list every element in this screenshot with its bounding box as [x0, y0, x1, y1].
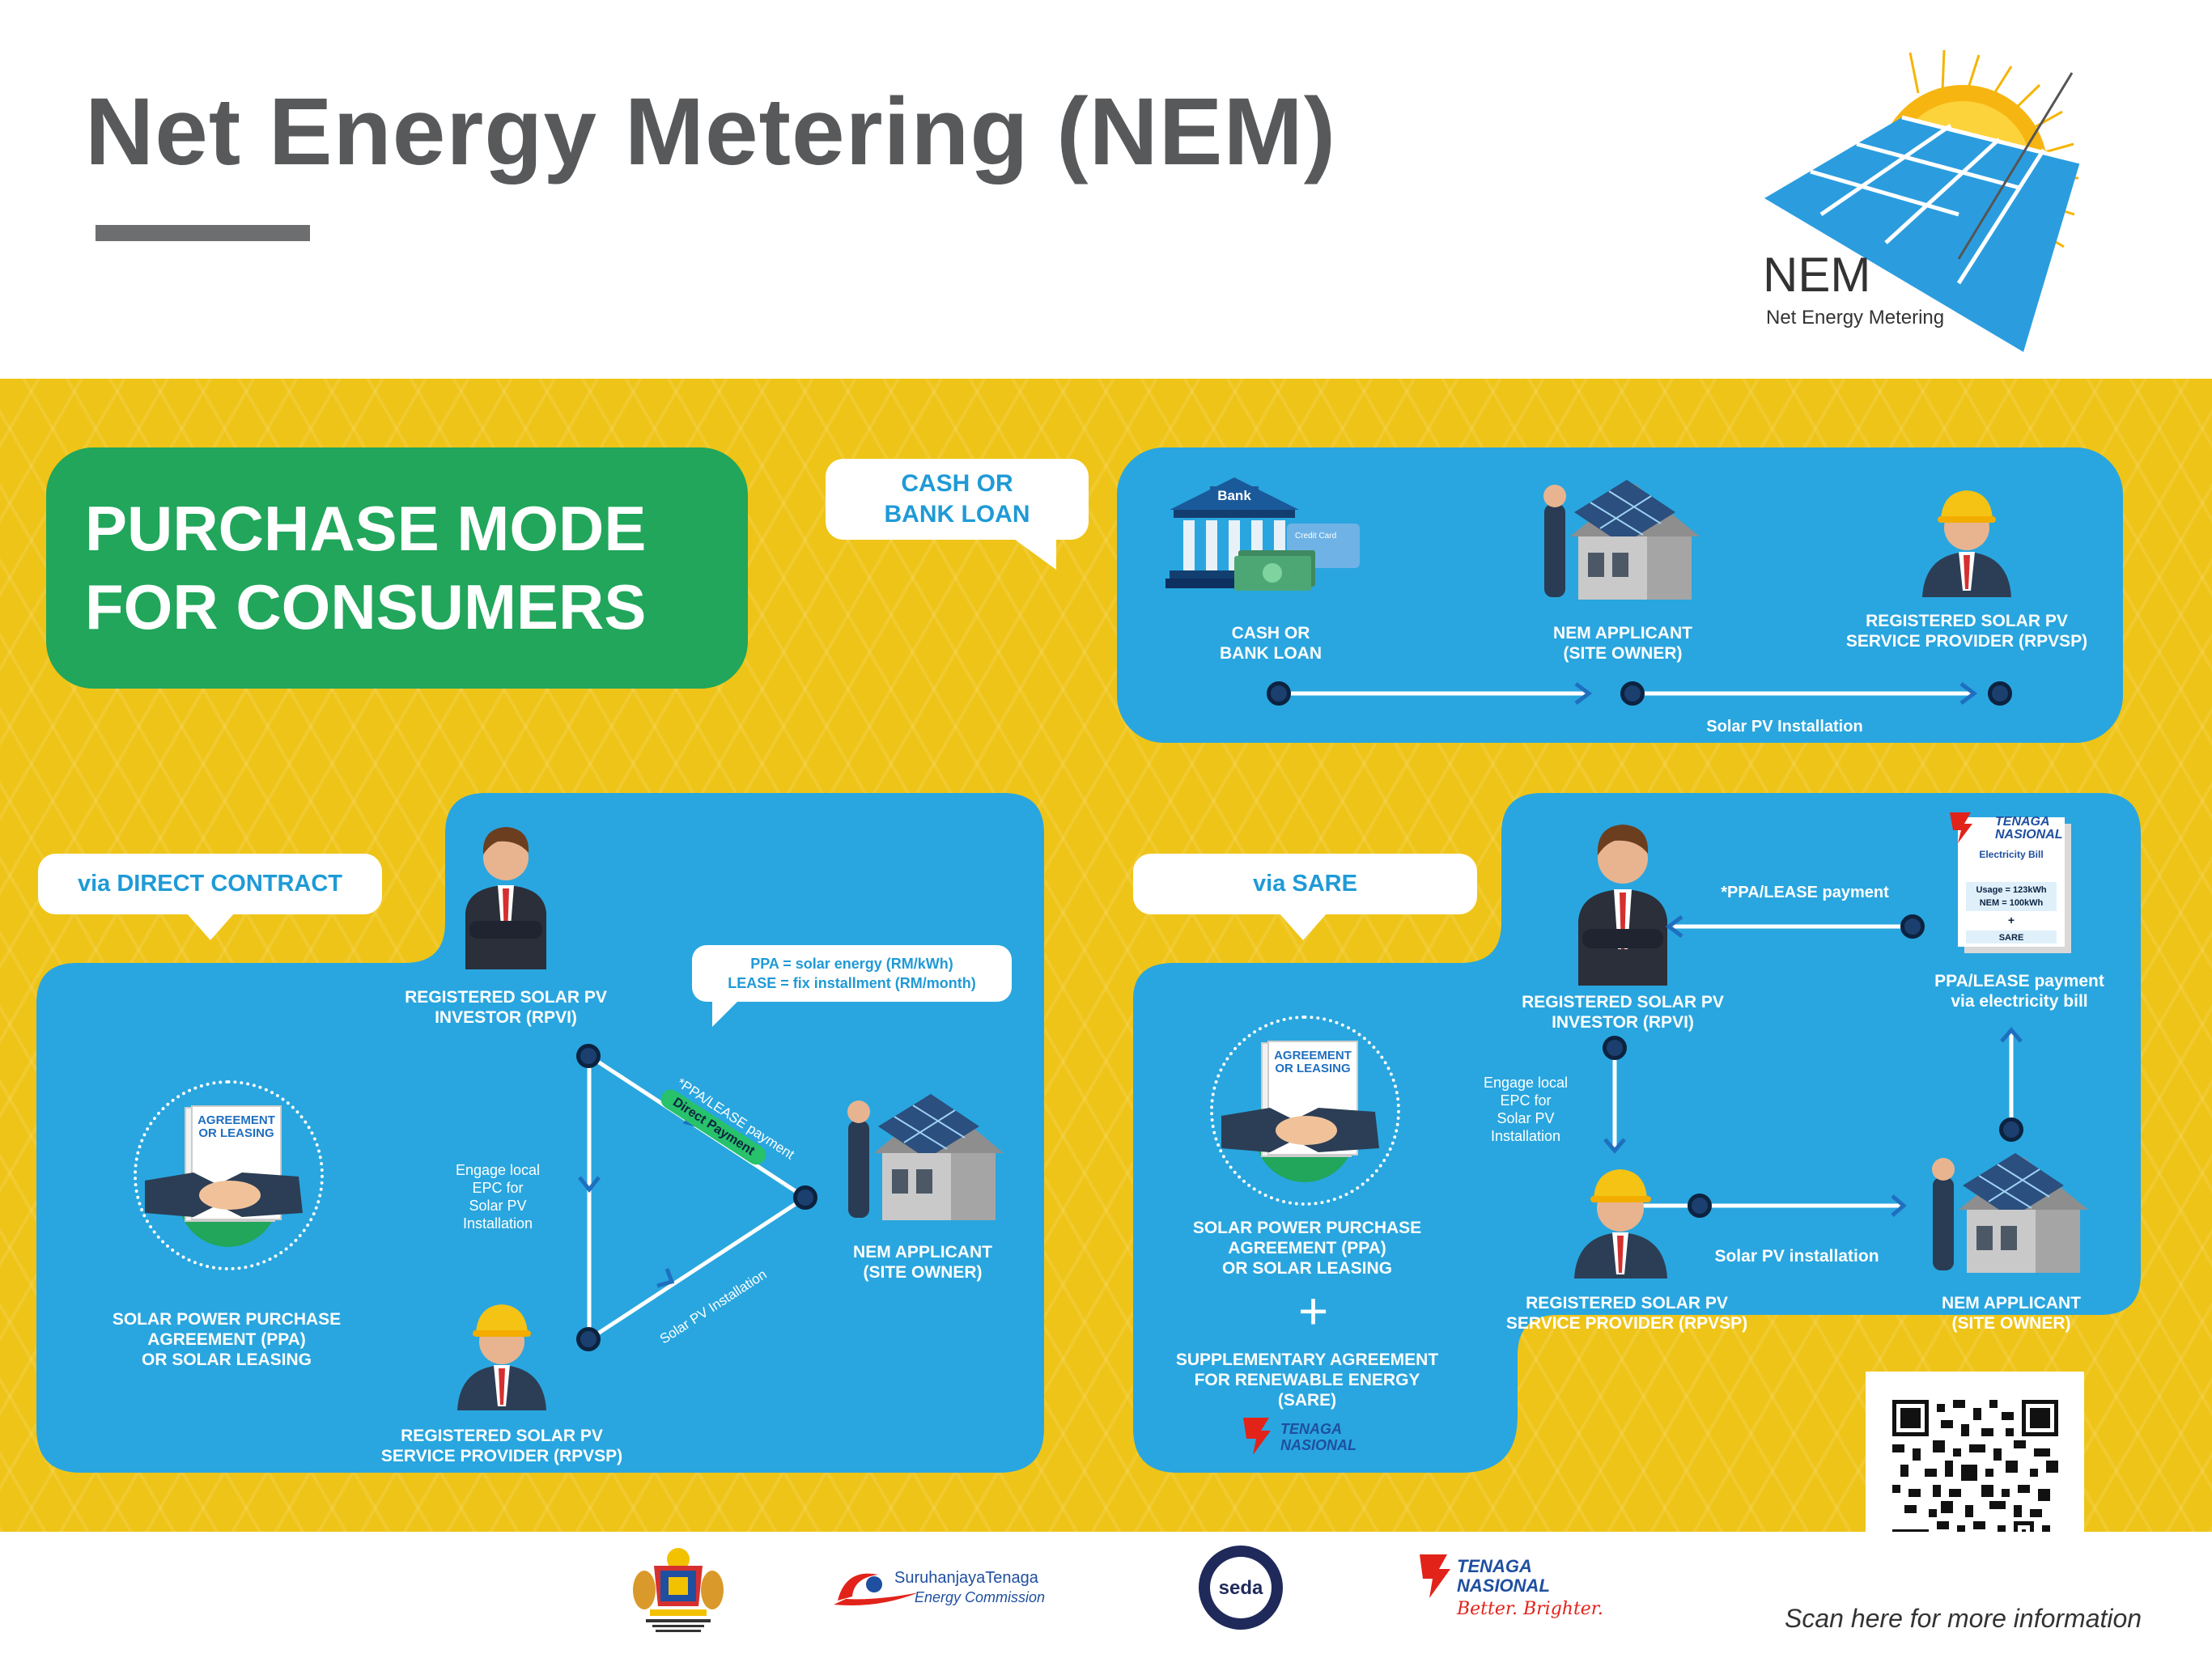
cash-node-3 — [1988, 681, 2012, 706]
cash-install-label: Solar PV Installation — [1706, 718, 1863, 736]
svg-text:Net Energy Metering: Net Energy Metering — [1766, 307, 1944, 329]
svg-text:+: + — [2008, 914, 2015, 927]
cash-node-1 — [1267, 681, 1291, 706]
svg-text:Usage = 123kWh: Usage = 123kWh — [1976, 885, 2046, 895]
svg-text:Better. Brighter.: Better. Brighter. — [1456, 1599, 1603, 1619]
svg-text:NASIONAL: NASIONAL — [1457, 1575, 1550, 1596]
direct-contract-bubble: via DIRECT CONTRACT — [38, 854, 382, 914]
direct-node-investor — [576, 1044, 601, 1068]
purchase-mode-box — [46, 447, 748, 689]
svg-text:SuruhanjayaTenaga: SuruhanjayaTenaga — [894, 1569, 1039, 1587]
scan-caption: Scan here for more information — [1785, 1604, 2142, 1633]
bank-icon: Bank Credit Card — [1165, 473, 1368, 591]
sare-bubble-tail — [1279, 913, 1327, 940]
direct-node-applicant — [793, 1185, 817, 1210]
title-underline — [96, 225, 310, 241]
svg-text:TENAGA: TENAGA — [1280, 1421, 1342, 1437]
svg-text:NEM = 100kWh: NEM = 100kWh — [1980, 898, 2044, 908]
electricity-bill-icon: TENAGA NASIONAL Electricity Bill Usage =… — [1947, 809, 2076, 955]
footer — [0, 1532, 2212, 1658]
house-icon — [1926, 1153, 2088, 1274]
agreement-icon: AGREEMENT OR LEASING — [1210, 1016, 1400, 1206]
direct-node-provider — [576, 1327, 601, 1351]
svg-text:seda: seda — [1219, 1577, 1263, 1599]
svg-text:OR LEASING: OR LEASING — [198, 1126, 274, 1140]
investor-icon — [461, 816, 550, 969]
sare-install-label: Solar PV installation — [1714, 1247, 1879, 1266]
agreement-icon: AGREEMENT OR LEASING — [134, 1080, 324, 1270]
worker-icon — [1918, 477, 2015, 597]
cash-bubble: CASH OR BANK LOAN — [826, 459, 1089, 540]
sare-node-provider — [1688, 1194, 1712, 1218]
sare-node-applicant — [1999, 1117, 2023, 1142]
ppa-bubble-tail — [712, 999, 740, 1027]
sare-node-investor — [1603, 1036, 1627, 1060]
ppa-definition-bubble: PPA = solar energy (RM/kWh)LEASE = fix i… — [692, 945, 1012, 1002]
worker-icon — [453, 1293, 550, 1410]
tnb-footer-logo: TENAGA NASIONAL Better. Brighter. — [1416, 1550, 1603, 1630]
cash-flow-arrows — [1275, 682, 1978, 705]
svg-text:NASIONAL: NASIONAL — [1995, 828, 2063, 842]
svg-text:Energy Commission: Energy Commission — [915, 1589, 1045, 1605]
cash-step-2-label: NEM APPLICANT(SITE OWNER) — [1553, 624, 1692, 663]
sare-applicant-label: NEM APPLICANT(SITE OWNER) — [1942, 1294, 2081, 1333]
sare-payment-label: *PPA/LEASE payment — [1721, 884, 1889, 901]
sare-node-bill — [1900, 914, 1925, 939]
investor-icon — [1574, 812, 1671, 986]
energy-commission-logo: SuruhanjayaTenaga Energy Commission — [830, 1560, 1072, 1617]
svg-text:SARE: SARE — [1999, 933, 2024, 943]
house-icon — [1538, 480, 1700, 601]
svg-text:TENAGA: TENAGA — [1457, 1556, 1532, 1576]
malaysia-coat-of-arms-logo — [630, 1541, 727, 1635]
svg-text:Electricity Bill: Electricity Bill — [1979, 849, 2043, 860]
nem-logo: NEM Net Energy Metering — [1756, 49, 2096, 364]
plus-sign: + — [1297, 1282, 1329, 1340]
svg-text:NASIONAL: NASIONAL — [1280, 1437, 1356, 1453]
svg-text:AGREEMENT: AGREEMENT — [1274, 1049, 1352, 1062]
solar-panel-icon: NEM Net Energy Metering — [1763, 49, 2081, 352]
cash-bubble-tail — [1012, 537, 1056, 570]
svg-text:OR LEASING: OR LEASING — [1275, 1062, 1350, 1075]
worker-icon — [1570, 1157, 1671, 1278]
seda-logo: seda — [1196, 1543, 1285, 1632]
sare-bubble: via SARE — [1133, 854, 1477, 914]
svg-text:NEM: NEM — [1763, 248, 1870, 302]
svg-text:Bank: Bank — [1217, 488, 1251, 503]
tnb-logo: TENAGA NASIONAL — [1238, 1414, 1384, 1457]
sare-flow-arrows — [1603, 915, 2023, 1217]
cash-node-2 — [1620, 681, 1645, 706]
sare-panel — [1133, 793, 2141, 1473]
svg-text:Credit Card: Credit Card — [1295, 532, 1336, 541]
direct-bubble-tail — [186, 913, 235, 940]
page-title: Net Energy Metering (NEM) — [85, 78, 1337, 185]
svg-text:TENAGA: TENAGA — [1995, 815, 2050, 829]
svg-text:AGREEMENT: AGREEMENT — [197, 1113, 275, 1127]
direct-applicant-label: NEM APPLICANT(SITE OWNER) — [853, 1243, 992, 1282]
purchase-mode-heading: PURCHASE MODE FOR CONSUMERS — [85, 493, 647, 642]
house-icon — [842, 1092, 1004, 1222]
